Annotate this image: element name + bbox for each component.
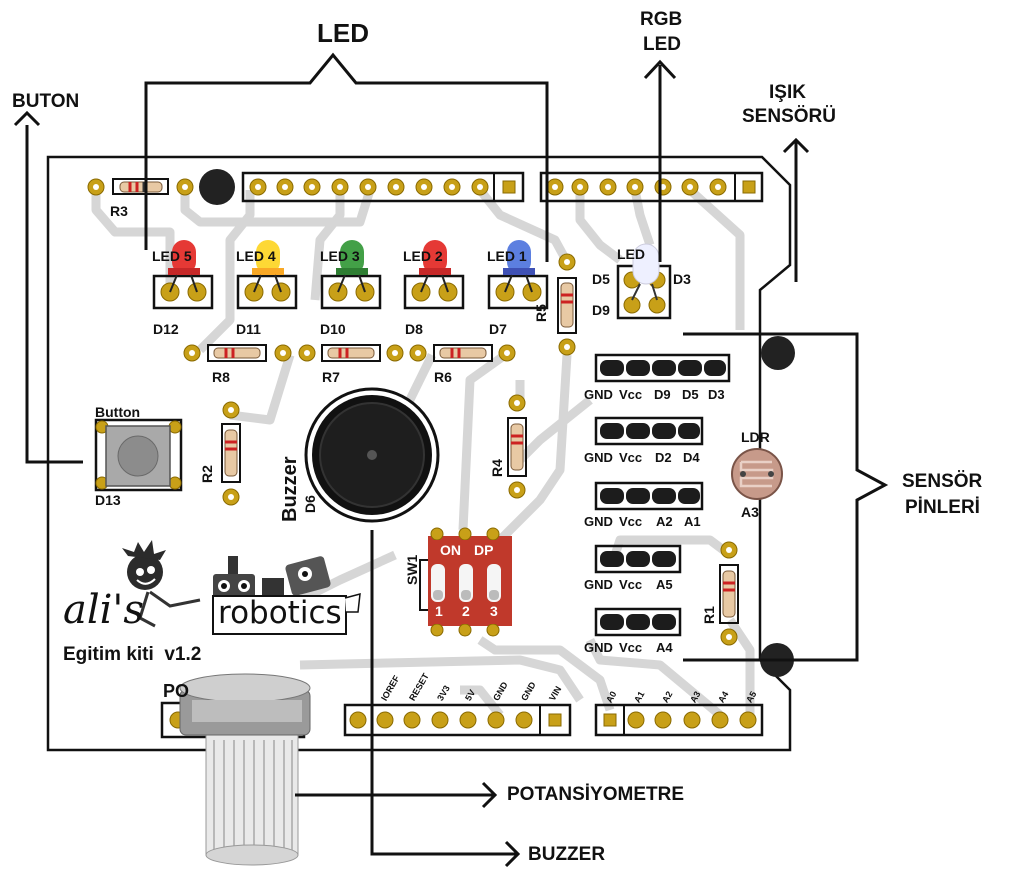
callout-button: BUTON [12,91,80,112]
buzzer-component [304,387,440,523]
callout-rgb-line2: LED [643,34,681,55]
led-1-label: LED 1 [487,248,527,264]
rgb-d3: D3 [673,271,691,287]
resistor-r4-body [510,423,524,471]
header2-d2: D2 [655,450,672,465]
rgb-d9: D9 [592,302,610,318]
brand-kit-version: Egitim kiti v1.2 [63,644,202,665]
header2-d4: D4 [683,450,700,465]
header1-d5: D5 [682,387,699,402]
buzzer-pin: D6 [302,495,318,513]
switch-name: SW1 [404,554,420,585]
label-r1: R1 [701,606,717,624]
switch-n2: 2 [462,603,470,619]
brand-alis: ali's [63,587,144,633]
led-5-label: LED 5 [152,248,192,264]
buzzer-title: Buzzer [279,456,301,522]
callout-lines [13,52,889,868]
header5-vcc: Vcc [619,640,643,655]
label-r4: R4 [489,459,505,477]
ldr-title: LDR [741,429,770,445]
mount-hole [199,169,235,205]
resistor-r5-body [560,282,574,328]
ldr-pin: A3 [741,504,759,520]
header2-gnd: GND [584,450,613,465]
callout-buzzer: BUZZER [528,844,606,865]
resistor-r7-body [327,347,375,359]
mount-hole [761,336,795,370]
callout-sensor-pins-line1: SENSÖR [902,471,983,492]
rgb-led [631,243,660,301]
led-4-label: LED 4 [236,248,276,264]
switch-n3: 3 [490,603,498,619]
callout-rgb-line1: RGB [640,9,683,30]
header1-d3: D3 [708,387,725,402]
callout-light-sensor-line2: SENSÖRÜ [742,106,836,127]
header4-gnd: GND [584,577,613,592]
potentiometer [179,673,311,866]
label-r8: R8 [212,369,230,385]
rgb-d5: D5 [592,271,610,287]
dip-switch [419,527,512,637]
led-3-pin: D10 [320,321,346,337]
led-2-label: LED 2 [403,248,443,264]
pot-footprint-label: PO [163,681,190,701]
label-r7: R7 [322,369,340,385]
rgb-led-label: LED [617,246,645,262]
mascot-illustration [122,540,201,628]
led-1 [503,240,535,293]
header3-a2: A2 [656,514,673,529]
resistor-r3-body [119,181,163,193]
button-pin: D13 [95,492,121,508]
callout-potentiometer: POTANSİYOMETRE [507,784,684,805]
button-title: Button [95,404,141,420]
resistor-r6-body [439,347,487,359]
label-r2: R2 [199,465,215,483]
header1-vcc: Vcc [619,387,643,402]
led-4-pin: D11 [236,321,261,337]
led-5-pin: D12 [153,321,179,337]
header1-d9: D9 [654,387,671,402]
resistor-r8-body [213,347,261,359]
header3-vcc: Vcc [619,514,643,529]
switch-on: ON [440,542,461,558]
resistor-r2-body [224,429,238,477]
callout-light-sensor-line1: IŞIK [769,82,806,103]
header1-gnd: GND [584,387,613,402]
switch-n1: 1 [435,603,443,619]
header5-gnd: GND [584,640,613,655]
led-3 [336,240,368,293]
label-r6: R6 [434,369,452,385]
led-2 [419,240,451,293]
led-5 [168,240,200,293]
callout-led: LED [317,18,369,48]
header4-a5: A5 [656,577,673,592]
led-4 [252,240,284,293]
ldr-sensor [731,448,783,500]
header4-vcc: Vcc [619,577,643,592]
header3-a1: A1 [684,514,701,529]
led-2-pin: D8 [405,321,423,337]
switch-dp: DP [474,542,494,558]
header2-vcc: Vcc [619,450,643,465]
led-1-pin: D7 [489,321,507,337]
led-3-label: LED 3 [320,248,360,264]
resistor-r1-body [722,570,736,618]
sensor-headers [594,353,731,637]
header3-gnd: GND [584,514,613,529]
header5-a4: A4 [656,640,673,655]
callout-sensor-pins-line2: PİNLERİ [905,497,980,518]
label-r5: R5 [533,304,549,322]
label-r3: R3 [110,203,128,219]
brand-robotics: robotics [218,595,342,631]
